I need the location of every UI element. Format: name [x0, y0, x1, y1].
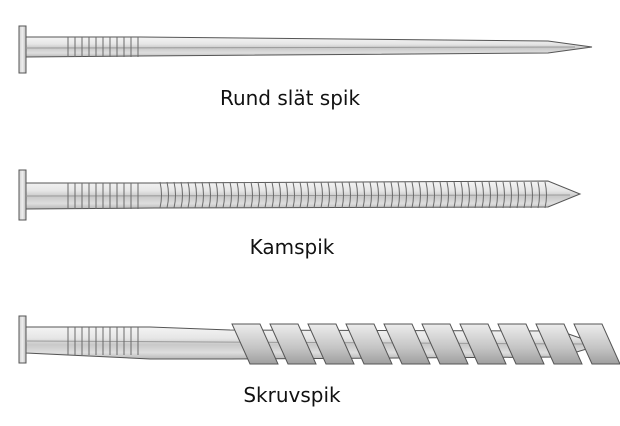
ring-groove	[278, 181, 281, 209]
thread-flight	[307, 323, 355, 365]
ring-groove	[481, 181, 484, 209]
thread-flight	[497, 323, 545, 365]
ring-groove	[362, 181, 365, 209]
thread-flight	[573, 323, 620, 365]
ring-groove	[446, 181, 449, 209]
ring-groove	[257, 181, 260, 209]
ring-groove	[250, 181, 253, 209]
ring-groove	[222, 181, 225, 209]
ring-groove	[537, 181, 540, 209]
ring-groove	[173, 181, 176, 209]
nail-head	[18, 315, 27, 364]
ring-groove	[460, 181, 463, 209]
ring-shank-grooves	[159, 181, 547, 209]
nail-head	[18, 169, 27, 221]
ring-groove	[467, 181, 470, 209]
ring-groove	[530, 181, 533, 209]
ring-groove	[404, 181, 407, 209]
ring-groove	[236, 181, 239, 209]
nail-label: Skruvspik	[243, 383, 341, 407]
nail-head	[18, 25, 27, 74]
thread-flight	[535, 323, 583, 365]
ring-groove	[180, 181, 183, 209]
ring-groove	[383, 181, 386, 209]
ring-groove	[215, 181, 218, 209]
thread-flight	[421, 323, 469, 365]
ring-groove	[523, 181, 526, 209]
ring-groove	[488, 181, 491, 209]
head-grip-rings	[67, 183, 139, 209]
ring-groove	[453, 181, 456, 209]
ring-groove	[292, 181, 295, 209]
nail-label: Rund slät spik	[219, 86, 361, 110]
thread-flight	[231, 323, 279, 365]
head-grip-rings	[67, 37, 139, 57]
ring-groove	[411, 181, 414, 209]
ring-groove	[439, 181, 442, 209]
ring-groove	[425, 181, 428, 209]
thread-flight	[383, 323, 431, 365]
ring-groove	[285, 181, 288, 209]
ring-groove	[334, 181, 337, 209]
ring-groove	[187, 181, 190, 209]
ring-groove	[355, 181, 358, 209]
ring-groove	[327, 181, 330, 209]
twisted-thread	[231, 323, 620, 365]
ring-groove	[341, 181, 344, 209]
ring-groove	[348, 181, 351, 209]
twisted-nail	[18, 315, 620, 365]
thread-flight	[459, 323, 507, 365]
ring-groove	[243, 181, 246, 209]
ring-groove	[495, 181, 498, 209]
ring-groove	[194, 181, 197, 209]
thread-flight	[269, 323, 317, 365]
ring-groove	[313, 181, 316, 209]
ring-groove	[509, 181, 512, 209]
ring-groove	[229, 181, 232, 209]
ring-groove	[474, 181, 477, 209]
ring-groove	[299, 181, 302, 209]
ring-groove	[516, 181, 519, 209]
ring-groove	[390, 181, 393, 209]
thread-flight	[345, 323, 393, 365]
ring-groove	[208, 181, 211, 209]
ring-groove	[544, 181, 547, 209]
ring-groove	[159, 181, 162, 209]
ring-groove	[201, 181, 204, 209]
head-grip-rings	[67, 327, 139, 355]
smooth-nail	[18, 25, 593, 74]
ring-groove	[397, 181, 400, 209]
ring-groove	[369, 181, 372, 209]
ring-groove	[264, 181, 267, 209]
ring-groove	[376, 181, 379, 209]
ring-groove	[320, 181, 323, 209]
nail-label: Kamspik	[249, 235, 335, 259]
ring-groove	[502, 181, 505, 209]
ring-groove	[166, 181, 169, 209]
ring-groove	[432, 181, 435, 209]
ringed-nail	[18, 169, 582, 221]
ring-groove	[306, 181, 309, 209]
ring-groove	[271, 181, 274, 209]
ring-groove	[418, 181, 421, 209]
